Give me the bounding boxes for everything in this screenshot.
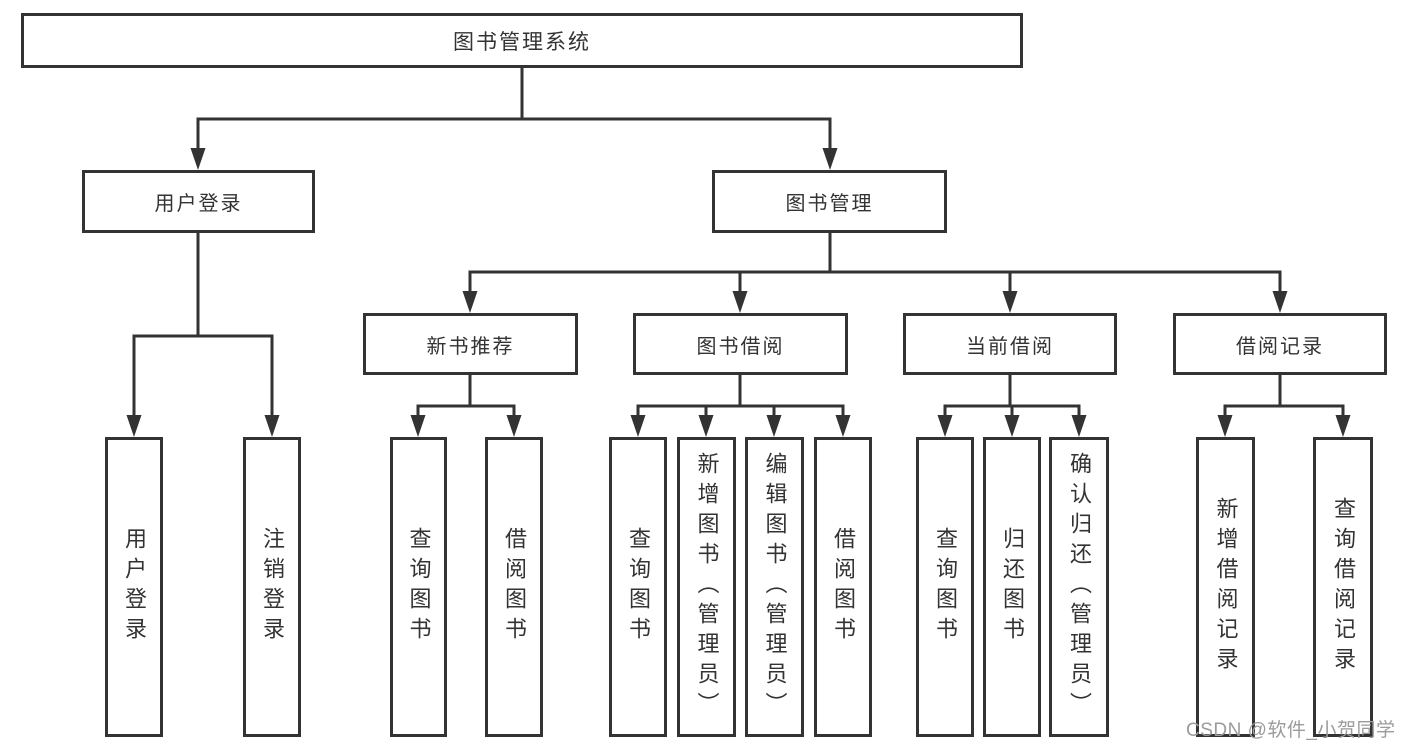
node-current-borrow: 当前借阅 — [903, 313, 1117, 375]
arrow-down-icon — [822, 148, 838, 170]
leaf-query-books: 查询图书 — [916, 437, 974, 737]
leaf-return-books: 归还图书 — [983, 437, 1041, 737]
arrow-down-icon — [630, 415, 646, 437]
arrow-down-icon — [766, 415, 782, 437]
arrow-down-icon — [732, 291, 748, 313]
node-book-borrow: 图书借阅 — [633, 313, 848, 375]
arrow-down-icon — [264, 415, 280, 437]
leaf-logout: 注销登录 — [243, 437, 301, 737]
leaf-confirm-return-admin: 确认归还（管理员） — [1049, 437, 1109, 737]
leaf-query-books: 查询图书 — [609, 437, 667, 737]
connector-line — [1223, 404, 1345, 419]
node-root: 图书管理系统 — [21, 13, 1023, 68]
connector-line — [468, 270, 1282, 294]
arrow-down-icon — [1004, 415, 1020, 437]
leaf-user-login: 用户登录 — [105, 437, 163, 737]
leaf-edit-books-admin: 编辑图书（管理员） — [745, 437, 804, 737]
leaf-add-books-admin: 新增图书（管理员） — [677, 437, 736, 737]
arrow-down-icon — [1272, 291, 1288, 313]
arrow-down-icon — [1335, 415, 1351, 437]
node-user-login: 用户登录 — [82, 170, 315, 233]
connector-line — [132, 334, 274, 419]
leaf-query-borrow-record: 查询借阅记录 — [1313, 437, 1373, 737]
arrow-down-icon — [1217, 415, 1233, 437]
connector-line — [636, 404, 845, 419]
arrow-down-icon — [937, 415, 953, 437]
arrow-down-icon — [410, 415, 426, 437]
arrow-down-icon — [462, 291, 478, 313]
arrow-down-icon — [1071, 415, 1087, 437]
connector-line — [416, 404, 516, 419]
csdn-watermark: CSDN @软件_小贺同学 — [1186, 720, 1396, 741]
leaf-borrow-books: 借阅图书 — [814, 437, 872, 737]
leaf-query-books: 查询图书 — [390, 437, 447, 737]
arrow-down-icon — [506, 415, 522, 437]
connector-line — [196, 117, 832, 150]
arrow-down-icon — [190, 148, 206, 170]
arrow-down-icon — [1002, 291, 1018, 313]
arrow-down-icon — [126, 415, 142, 437]
arrow-down-icon — [698, 415, 714, 437]
node-borrow-records: 借阅记录 — [1173, 313, 1387, 375]
leaf-borrow-books: 借阅图书 — [485, 437, 543, 737]
node-book-management: 图书管理 — [712, 170, 947, 233]
leaf-add-borrow-record: 新增借阅记录 — [1196, 437, 1255, 737]
arrow-down-icon — [835, 415, 851, 437]
node-new-book-recommend: 新书推荐 — [363, 313, 578, 375]
